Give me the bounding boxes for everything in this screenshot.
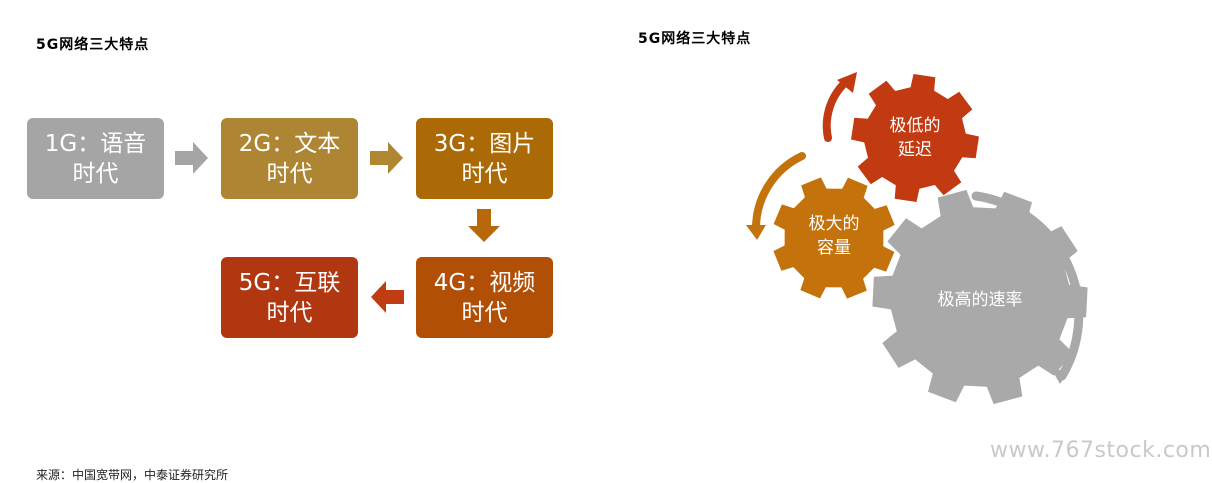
arrow-left-icon [371,281,404,313]
cycle-arrow-red [822,76,852,142]
box-4g: 4G：视频 时代 [416,257,553,338]
box-5g: 5G：互联 时代 [221,257,358,338]
gear-label-latency: 极低的 延迟 [889,116,941,160]
gear-speed [872,189,1088,405]
arrow-right-icon [175,142,208,174]
source-note: 来源：中国宽带网，中泰证券研究所 [36,468,229,482]
gear-latency-shape [851,74,979,202]
cycle-arrowhead-red [837,72,857,93]
right-title: 5G网络三大特点 [638,31,752,47]
watermark: www.767stock.com [990,438,1212,463]
left-title: 5G网络三大特点 [36,37,150,53]
box-1g: 1G：语音 时代 [27,118,164,199]
gear-label-capacity: 极大的 容量 [808,214,860,258]
cycle-arrow-orange [752,152,806,232]
gear-latency [851,74,979,202]
gears-diagram [746,72,1088,405]
gear-capacity-shape [773,177,895,299]
arrow-down-icon [468,209,500,242]
gear-speed-shape [872,189,1088,405]
cycle-arrowhead-gray [1052,370,1070,384]
gear-capacity [773,177,895,299]
arrow-right-icon [370,142,403,174]
box-3g: 3G：图片 时代 [416,118,553,199]
cycle-arrowhead-orange [746,225,766,240]
box-2g: 2G：文本 时代 [221,118,358,199]
gear-label-speed: 极高的速率 [937,290,1023,310]
